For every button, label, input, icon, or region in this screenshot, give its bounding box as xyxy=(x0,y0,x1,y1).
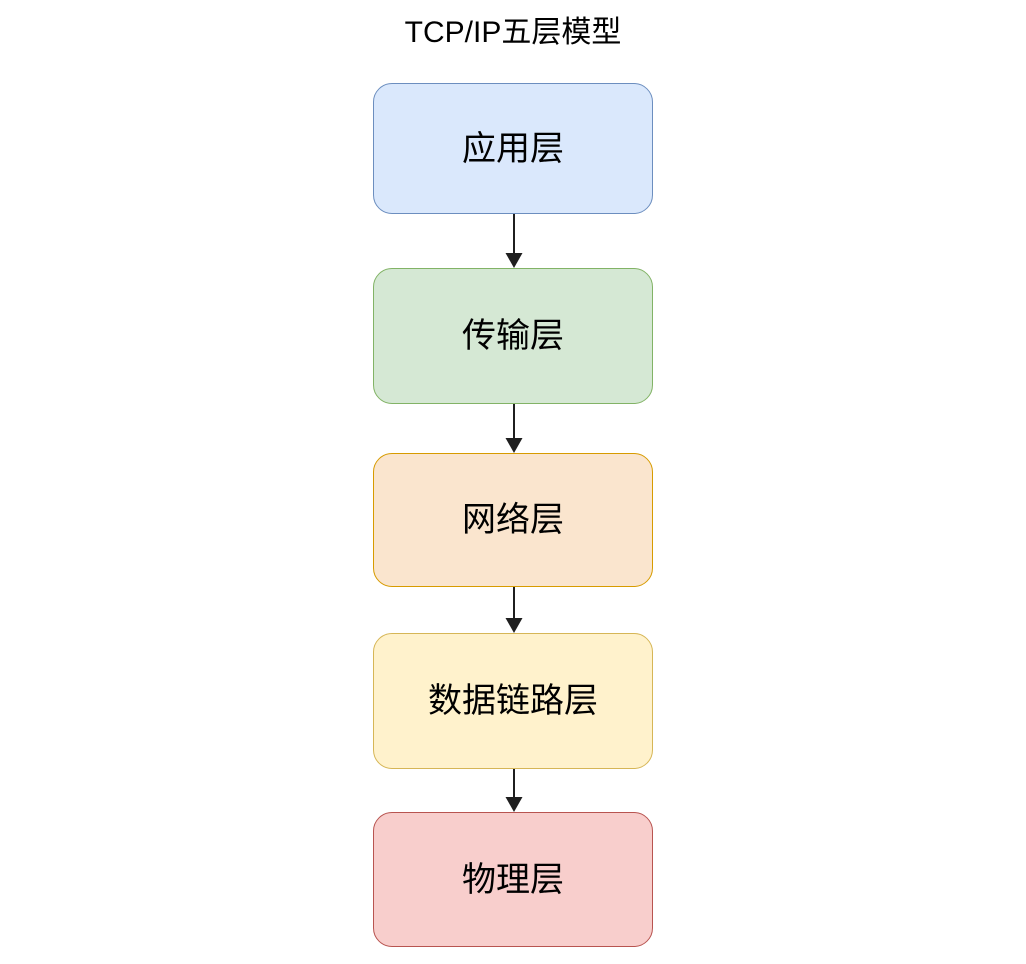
down-arrow-icon xyxy=(505,404,523,453)
node-label-network-layer: 网络层 xyxy=(462,501,564,539)
edge-application-to-transport xyxy=(504,214,524,268)
diagram-title: TCP/IP五层模型 xyxy=(404,16,622,49)
down-arrow-icon xyxy=(505,769,523,812)
edge-transport-to-network xyxy=(504,404,524,453)
node-label-application-layer: 应用层 xyxy=(462,129,564,168)
node-label-transport-layer: 传输层 xyxy=(462,317,564,355)
node-application-layer[interactable]: 应用层 xyxy=(373,83,653,214)
node-transport-layer[interactable]: 传输层 xyxy=(373,268,653,404)
node-label-physical-layer: 物理层 xyxy=(462,860,564,899)
down-arrow-icon xyxy=(505,587,523,633)
node-data-link-layer[interactable]: 数据链路层 xyxy=(373,633,653,769)
node-label-data-link-layer: 数据链路层 xyxy=(428,682,598,720)
edge-data-link-to-physical xyxy=(504,769,524,812)
edge-network-to-data-link xyxy=(504,587,524,633)
node-physical-layer[interactable]: 物理层 xyxy=(373,812,653,947)
node-network-layer[interactable]: 网络层 xyxy=(373,453,653,587)
down-arrow-icon xyxy=(505,214,523,268)
